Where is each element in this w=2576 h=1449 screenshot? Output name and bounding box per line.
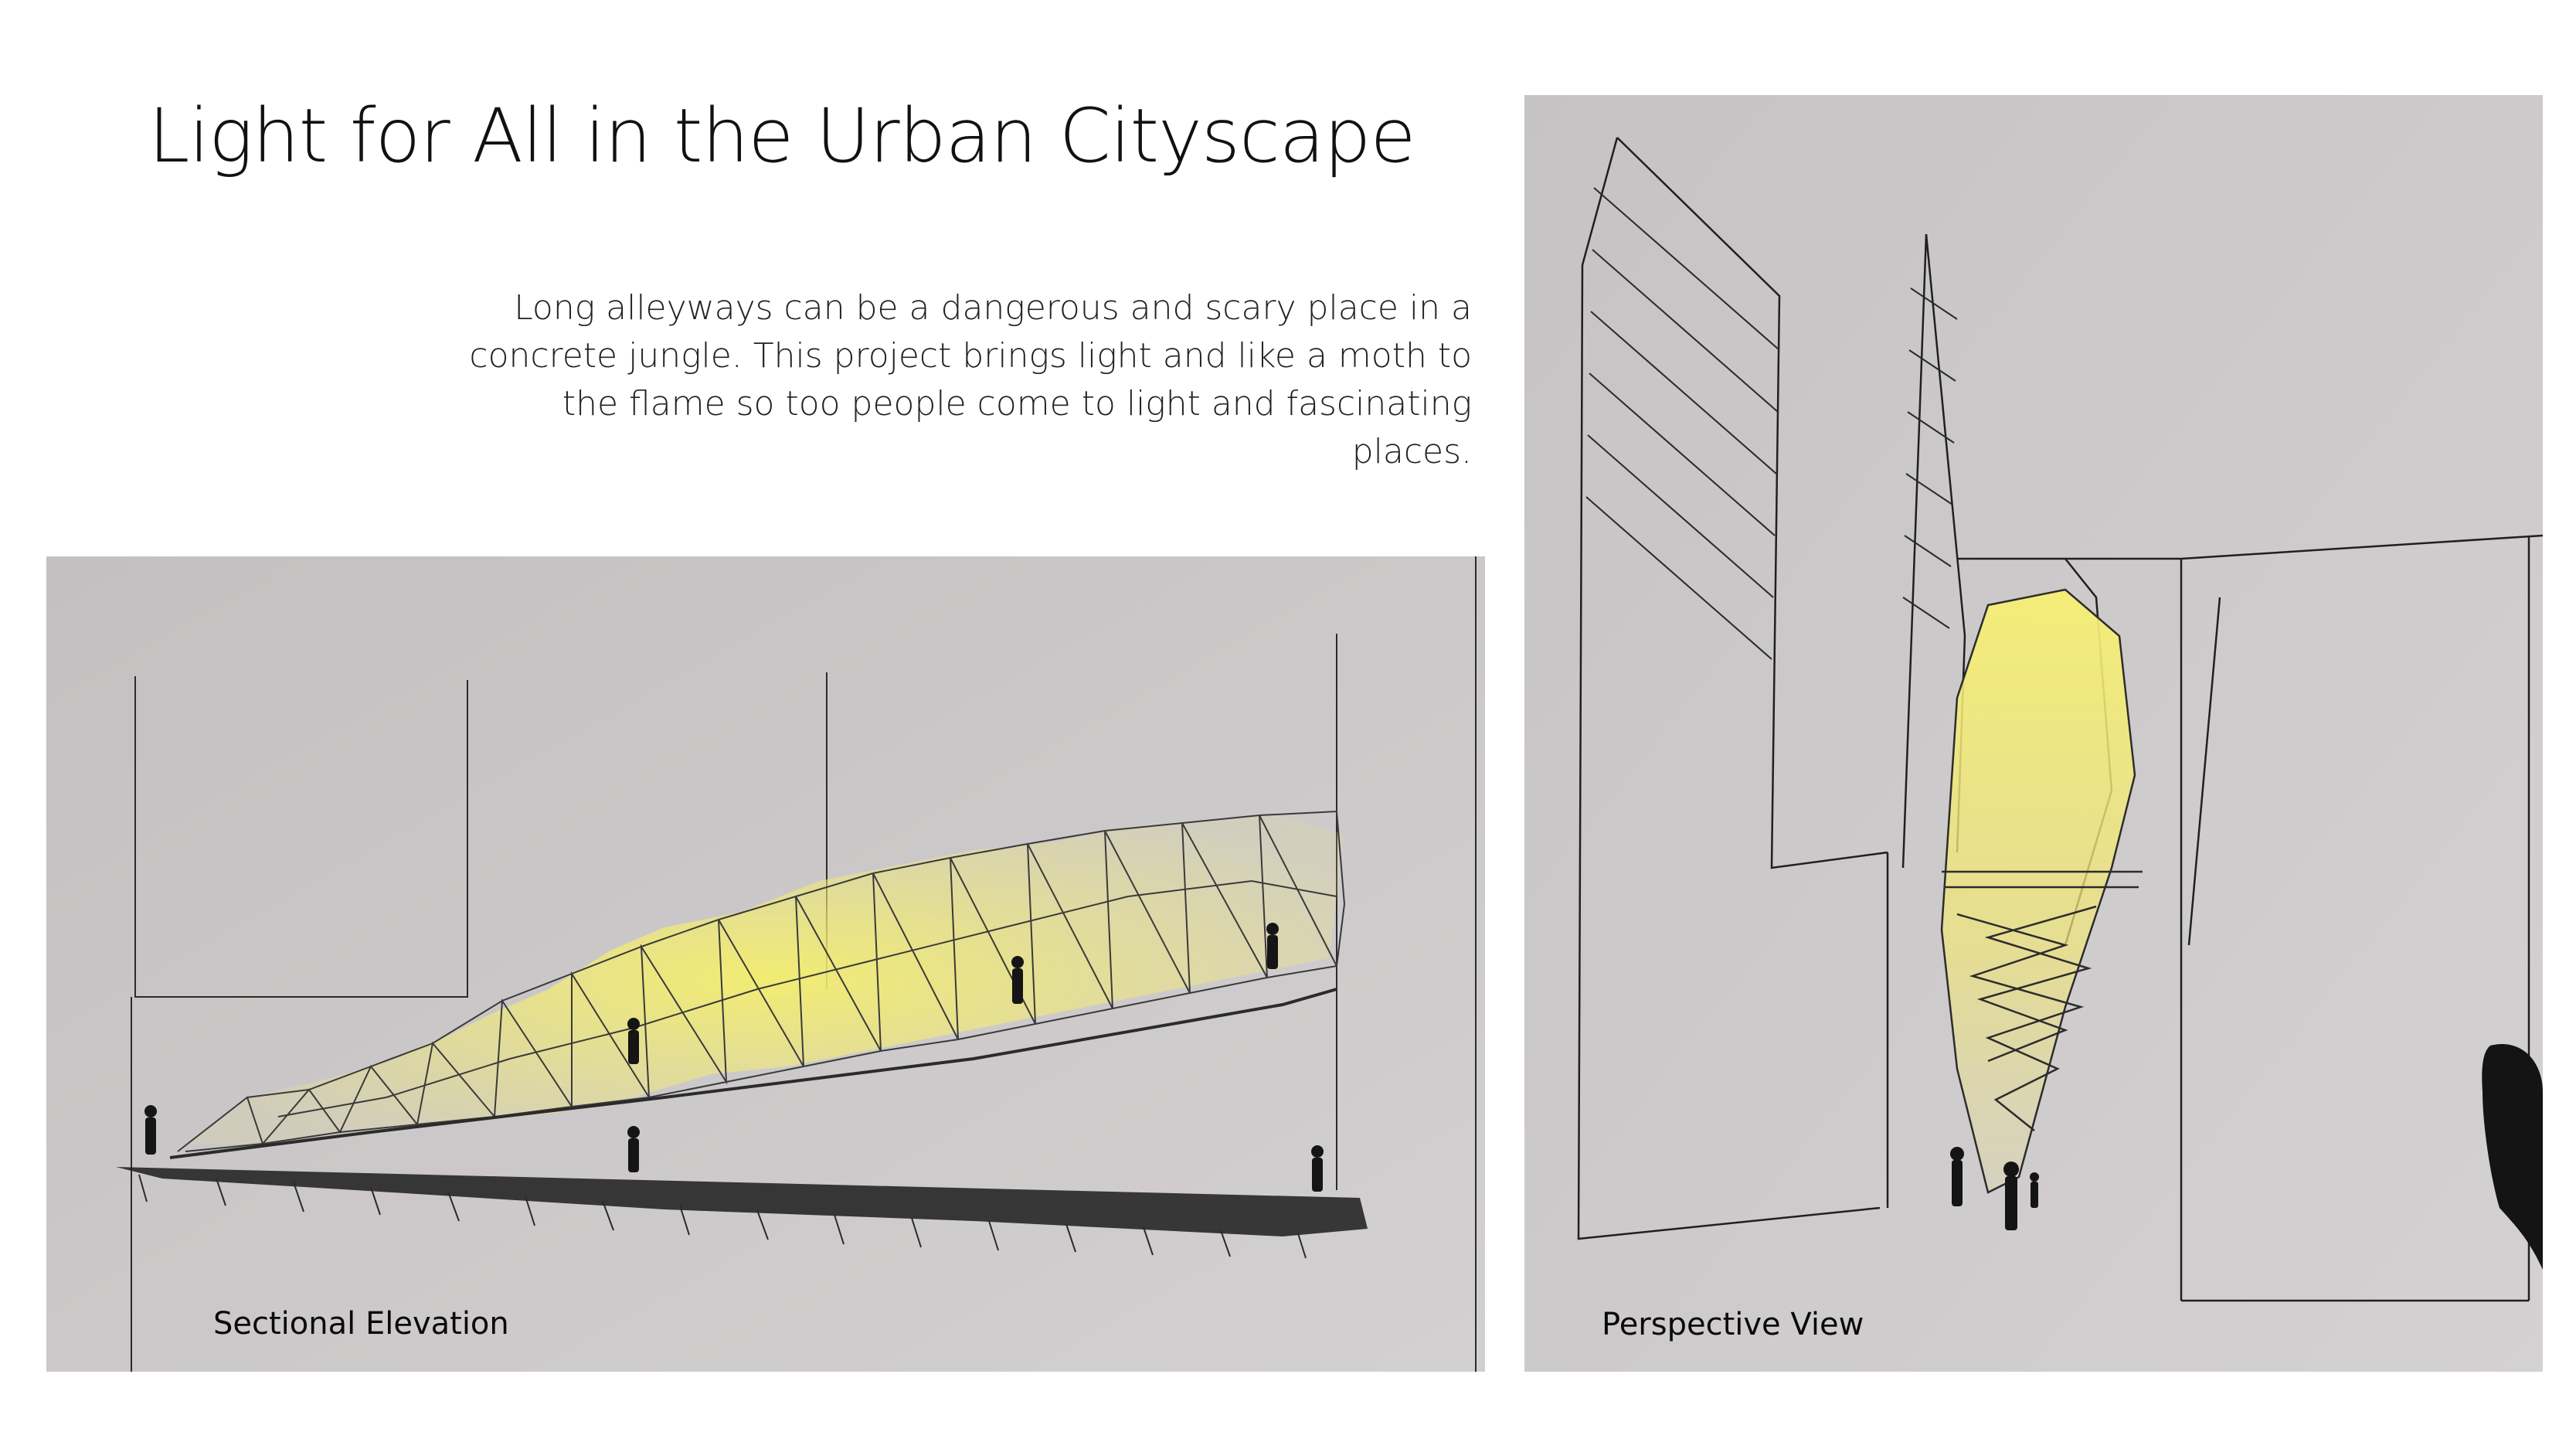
figure-5: [1266, 923, 1279, 969]
installation-structure: [1940, 588, 2143, 1194]
page-title: Light for All in the Urban Cityscape: [148, 93, 1416, 179]
sectional-elevation-panel: Sectional Elevation: [46, 556, 1485, 1372]
perspective-view-panel: Perspective View: [1524, 95, 2543, 1372]
figure-2: [627, 1018, 640, 1064]
project-description: Long alleyways can be a dangerous and sc…: [469, 288, 1472, 471]
perspective-view-caption: Perspective View: [1602, 1307, 1864, 1342]
figure-4: [1011, 956, 1024, 1004]
perspective-view-sketch: [1524, 95, 2543, 1372]
canopy-structure: [177, 810, 1345, 1152]
ground-hatch: [138, 1174, 1307, 1259]
scale-figures: [144, 923, 1324, 1192]
figure-c: [2030, 1172, 2039, 1208]
alley-buildings: [1577, 137, 2543, 1302]
figure-6: [1311, 1145, 1324, 1192]
perspective-figures: [1950, 1044, 2543, 1270]
figure-b: [2003, 1162, 2019, 1230]
figure-a: [1950, 1147, 1964, 1206]
sectional-elevation-caption: Sectional Elevation: [213, 1306, 509, 1342]
installation-glow: [1942, 590, 2135, 1192]
facade-hatch: [1585, 187, 1958, 660]
walkway-deck: [169, 988, 1337, 1159]
foreground-figure: [2482, 1044, 2543, 1270]
ground-slab: [116, 1167, 1368, 1236]
sectional-elevation-sketch: [46, 556, 1485, 1372]
figure-1: [144, 1105, 157, 1155]
figure-3: [627, 1126, 640, 1172]
